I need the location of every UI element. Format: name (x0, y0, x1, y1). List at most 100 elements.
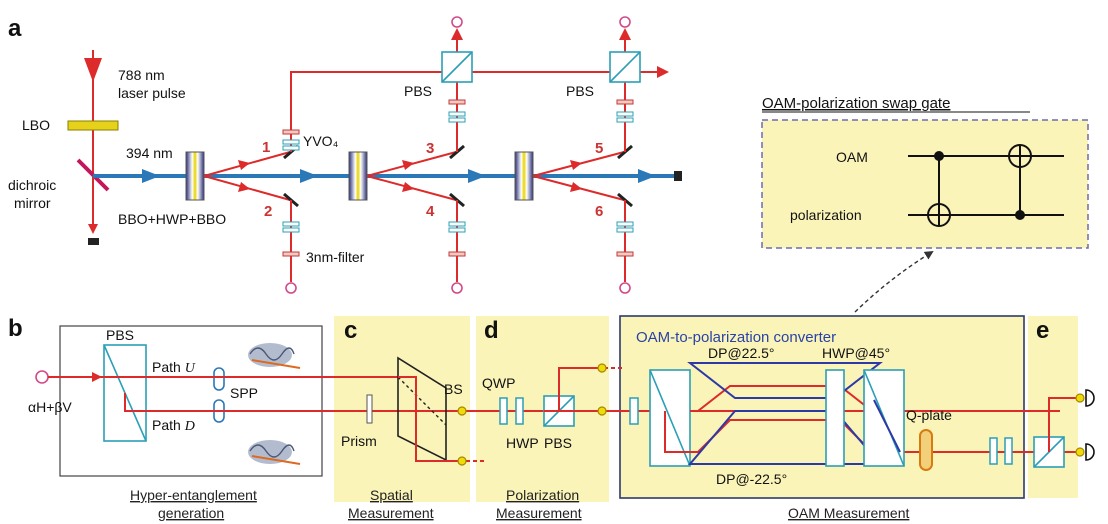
polarization-caption-line1: Polarization (506, 487, 579, 503)
path-arrow-icon (657, 66, 669, 78)
wavelength-394-label: 394 nm (126, 145, 173, 161)
converter-pbs-out-path (873, 399, 901, 453)
lbo-crystal (67, 120, 119, 131)
path-arrow-icon (238, 160, 250, 170)
input-source-circle (35, 370, 49, 384)
pump-beam-dump (674, 171, 682, 181)
path-number-2: 2 (264, 203, 272, 220)
dp-negative-label: DP@-22.5° (716, 471, 787, 487)
path-number-5: 5 (595, 140, 603, 157)
path-number-3: 3 (426, 140, 434, 157)
converter-waveplate (629, 397, 639, 425)
swap-gate-oam-label: OAM (836, 149, 868, 165)
detector-yellow-e2 (1075, 447, 1085, 457)
lbo-label: LBO (22, 117, 50, 133)
detector-yellow-d1 (597, 363, 607, 373)
panel-d: QWP HWP PBS Polarization Measurement (482, 363, 622, 521)
path-arrow-icon (402, 160, 414, 170)
filter-element (448, 99, 466, 105)
bs-label: BS (444, 381, 463, 397)
detector-output-circle (619, 16, 631, 28)
qwp-element (499, 397, 508, 425)
panel-b: αH+βV PBS Path U Path D SPP Hyper-entang… (28, 327, 301, 521)
detector-output-circle (451, 282, 463, 294)
path-number-6: 6 (595, 203, 603, 220)
detector-output-circle (619, 282, 631, 294)
oam-caption: OAM Measurement (788, 505, 909, 521)
panel-label-a: a (8, 15, 22, 42)
filter-element (448, 251, 466, 257)
swap-gate-polarization-label: polarization (790, 207, 862, 223)
e-waveplate-2 (1004, 437, 1013, 465)
bs-split-line (397, 376, 447, 426)
hyper-pbs-label: PBS (106, 327, 134, 343)
converter-pbs-in-diagonal (649, 369, 691, 467)
filter-element (616, 251, 634, 257)
hyper-caption-line1: Hyper-entanglement (130, 487, 257, 503)
panel-a: a LBO 788 nm laser pulse dichroic mirror… (8, 15, 682, 294)
waveplate-element (448, 227, 466, 233)
path-arrow-icon (402, 182, 414, 192)
spatial-caption-line1: Spatial (370, 487, 413, 503)
qwp-label: QWP (482, 375, 515, 391)
pbs-d-reflected (558, 367, 600, 411)
hwp45-label: HWP@45° (822, 345, 890, 361)
q-plate-label: Q-plate (906, 407, 952, 423)
detector-yellow-d2 (597, 406, 607, 416)
pump-arrow-icon (142, 169, 160, 183)
path-u-label: Path U (152, 359, 196, 376)
pump-arrow-icon (300, 169, 318, 183)
waveplate-element (616, 111, 634, 117)
panel-c: Prism BS Spatial Measurement (341, 356, 484, 521)
e-waveplate-1 (989, 437, 998, 465)
pbs-e-reflected (1048, 397, 1080, 452)
filter-label: 3nm-filter (306, 249, 365, 265)
detector-yellow-c2 (457, 456, 467, 466)
input-state-label: αH+βV (28, 399, 72, 415)
path-arrow-icon (451, 28, 463, 40)
photon-path-1-up (290, 71, 665, 152)
detector-icon (1085, 443, 1095, 461)
target-xor-1 (927, 203, 951, 227)
swap-gate-box (761, 119, 1089, 249)
panel-oam-converter: OAM-to-polarization converter DP@22.5° D… (629, 329, 952, 521)
detector-icon (1085, 389, 1095, 407)
filter-element (282, 129, 300, 135)
beam-dump (88, 238, 99, 245)
swap-gate-panel: OAM-polarization swap gate OAM polarizat… (761, 95, 1089, 313)
path-arrow-icon (619, 28, 631, 40)
pbs-diagonal (609, 51, 641, 83)
waveplate-element (448, 221, 466, 227)
prism-element (366, 394, 373, 424)
detector-yellow-e1 (1075, 393, 1085, 403)
yvo4-label: YVO₄ (303, 133, 339, 149)
helical-wavefront-upper-icon (248, 343, 301, 369)
yvo4-element (282, 221, 300, 227)
laser-label-line2: laser pulse (118, 85, 186, 101)
pbs-label-3: PBS (566, 83, 594, 99)
path-arrow-icon (570, 182, 582, 192)
dichroic-label-line1: dichroic (8, 177, 56, 193)
path-number-4: 4 (426, 203, 435, 220)
bbo-hwp-bbo-label: BBO+HWP+BBO (118, 211, 226, 227)
yvo4-element (282, 227, 300, 233)
spp-label: SPP (230, 385, 258, 401)
detector-output-circle (451, 16, 463, 28)
panel-label-c: c (344, 317, 357, 344)
waveplate-element (448, 111, 466, 117)
bbo-crystal-1 (185, 151, 205, 201)
panel-c-background (334, 316, 470, 502)
waveplate-element (616, 117, 634, 123)
bbo-crystal-3 (514, 151, 534, 201)
panel-label-e: e (1036, 317, 1049, 344)
pbs-label-2: PBS (404, 83, 432, 99)
path-arrow-icon (570, 160, 582, 170)
polarization-caption-line2: Measurement (496, 505, 582, 521)
spp-upper (213, 367, 225, 391)
pbs-d-label: PBS (544, 435, 572, 451)
hwp-element (515, 397, 524, 425)
pump-arrow-icon (638, 169, 656, 183)
path-d-label: Path D (152, 417, 195, 434)
target-xor-2 (1008, 144, 1032, 168)
